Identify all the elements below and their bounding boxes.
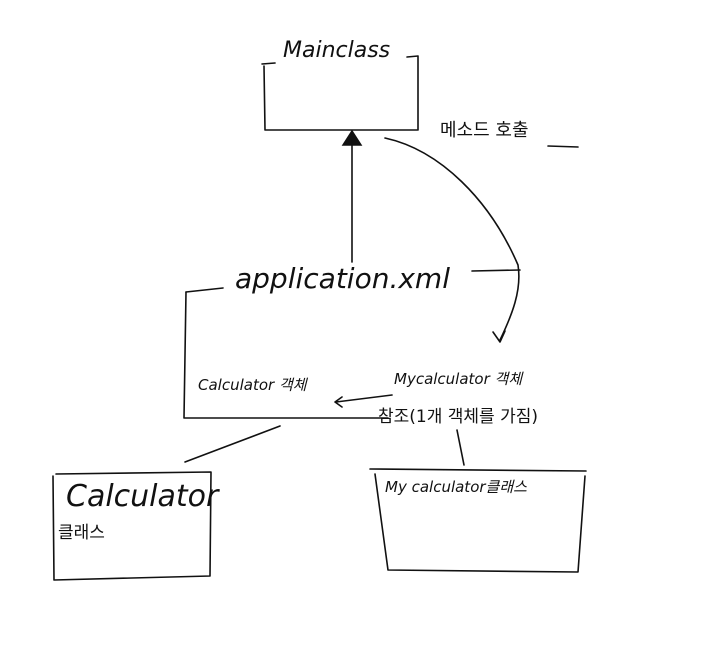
application-xml-box: application.xml Calculator 객체 Mycalculat… xyxy=(183,262,538,427)
mycalculator-class-box: My calculator클래스 xyxy=(369,468,587,573)
mycalculator-object-label: Mycalculator 객체 xyxy=(394,370,524,388)
method-call-arrowhead xyxy=(492,330,506,343)
calculator-connector xyxy=(184,425,281,463)
mainclass-title: Mainclass xyxy=(283,38,390,63)
calculator-class-subtitle: 클래스 xyxy=(58,523,105,543)
calculator-object-label: Calculator 객체 xyxy=(198,376,309,394)
calculator-class-title: Calculator xyxy=(66,479,220,514)
calculator-class-box: Calculator 클래스 xyxy=(52,471,220,581)
application-xml-title: application.xml xyxy=(235,262,450,295)
method-call-curve xyxy=(384,137,520,341)
reference-note: 참조(1개 객체를 가짐) xyxy=(378,407,538,427)
mycalculator-class-title: My calculator클래스 xyxy=(385,478,527,496)
mainclass-box: Mainclass xyxy=(261,38,419,131)
mycalculator-connector xyxy=(456,429,465,466)
method-call-underline xyxy=(547,145,579,148)
reference-arrow xyxy=(334,394,393,408)
method-call-label: 메소드 호출 xyxy=(440,120,529,141)
